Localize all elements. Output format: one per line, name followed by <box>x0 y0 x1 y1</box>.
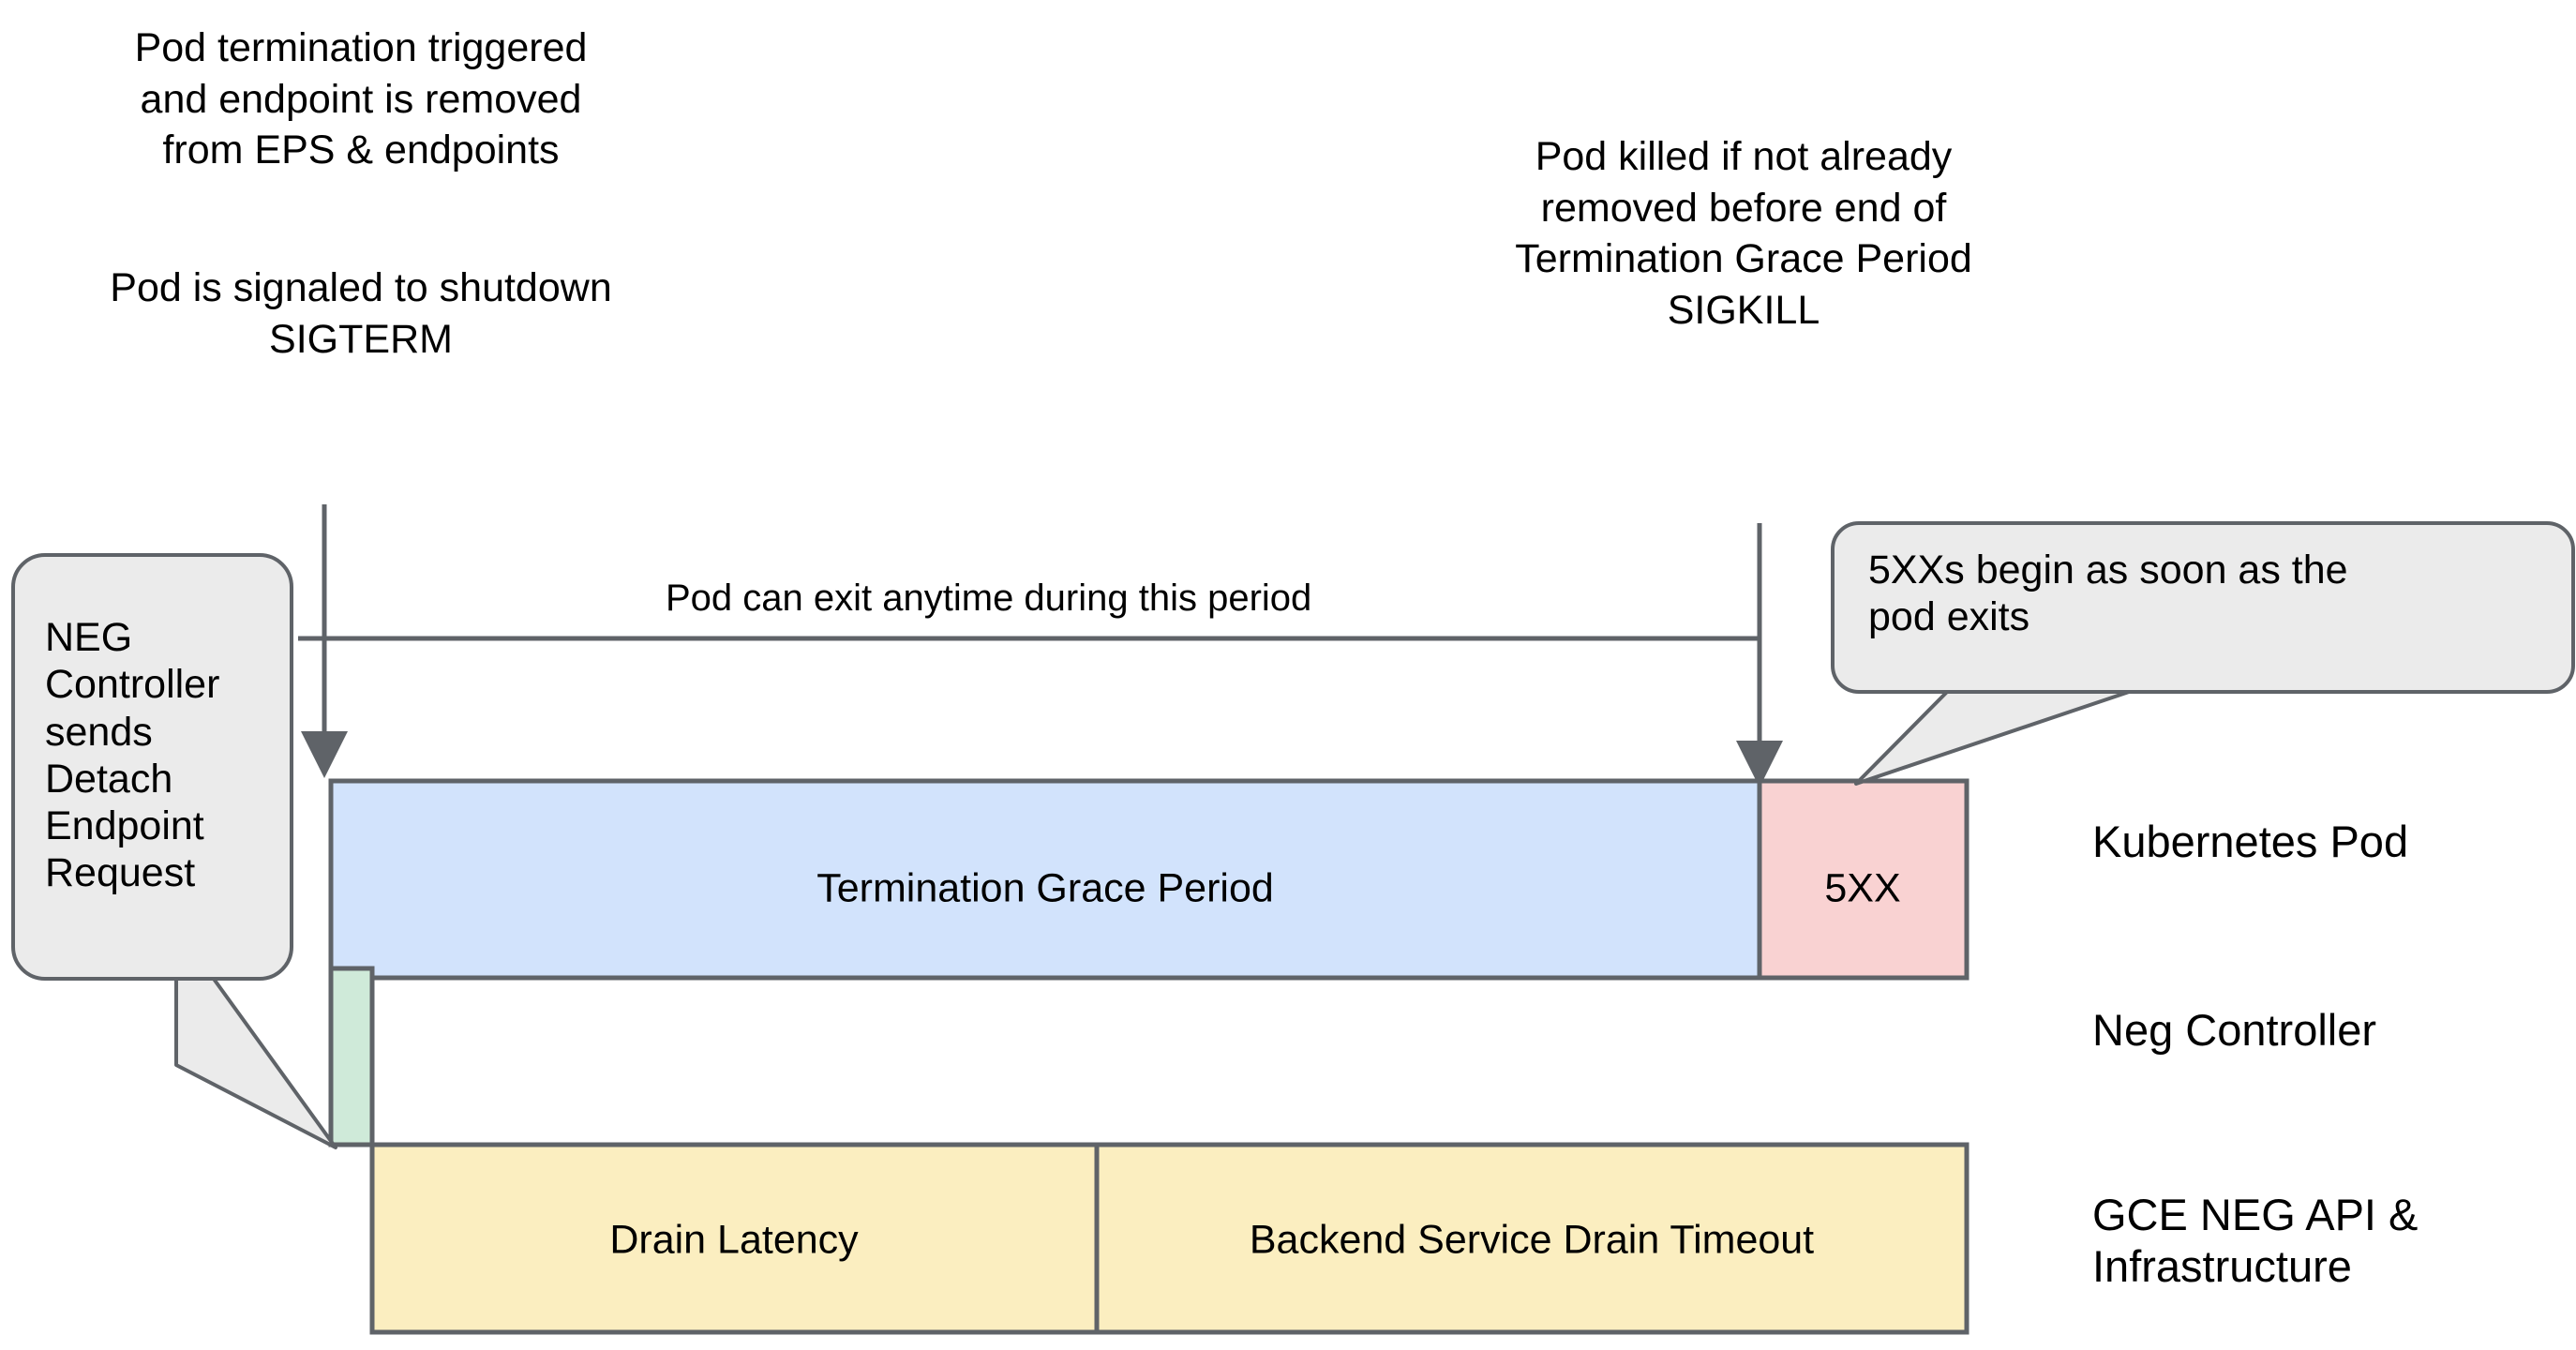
swimlane-label-gce-neg-api: GCE NEG API &Infrastructure <box>2092 1190 2419 1292</box>
5xx-callout-tail <box>1854 687 2139 786</box>
timeline-span-caption: Pod can exit anytime during this period <box>666 578 1312 619</box>
neg-controller-callout-body <box>11 553 293 981</box>
neg-controller-callout-tail <box>174 973 337 1149</box>
bar-termination-grace-period <box>328 778 1762 981</box>
bar-label-termination-grace-period: Termination Grace Period <box>816 865 1274 910</box>
bar-label-backend-service-drain-timeout: Backend Service Drain Timeout <box>1250 1217 1814 1262</box>
bar-label-drain-latency: Drain Latency <box>609 1217 859 1262</box>
5xx-callout-body <box>1831 521 2575 694</box>
swimlane-label-kubernetes-pod: Kubernetes Pod <box>2092 817 2409 866</box>
bar-drain-latency <box>369 1142 1100 1335</box>
bar-label-5xx: 5XX <box>1824 865 1900 910</box>
bar-5xx <box>1757 778 1969 981</box>
bar-backend-service-drain-timeout <box>1094 1142 1969 1335</box>
bar-neg-detach <box>328 966 375 1148</box>
swimlane-label-neg-controller: Neg Controller <box>2092 1005 2377 1055</box>
